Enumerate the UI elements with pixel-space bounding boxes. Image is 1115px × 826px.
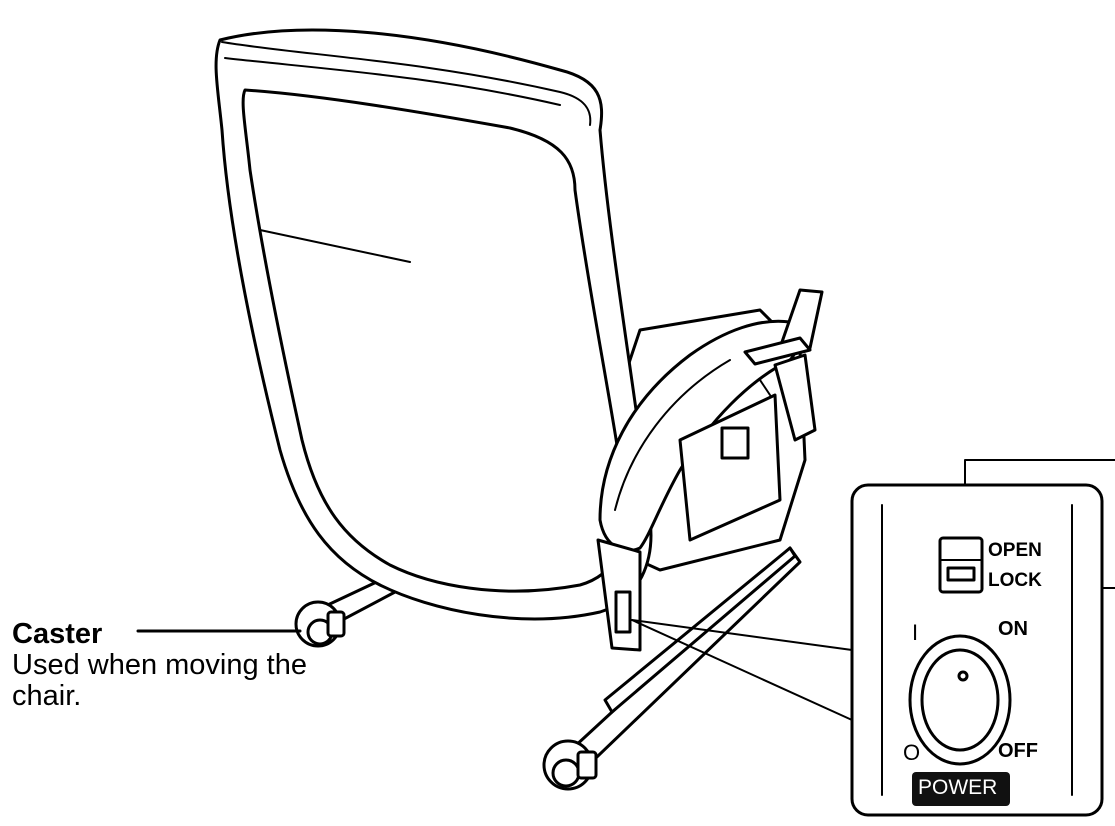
remote-control-icon bbox=[743, 288, 824, 442]
chair-armrest bbox=[598, 319, 799, 553]
on-symbol: I bbox=[912, 620, 919, 645]
off-symbol: O bbox=[903, 740, 921, 765]
power-switch-icon bbox=[908, 634, 1012, 766]
lock-label: LOCK bbox=[988, 570, 1042, 591]
lock-switch-icon bbox=[938, 536, 984, 594]
switch-panel bbox=[850, 483, 1104, 817]
open-label: OPEN bbox=[988, 540, 1042, 561]
caster-right-icon bbox=[542, 739, 598, 791]
chair-front-leg bbox=[596, 538, 642, 652]
caster-description: Used when moving the chair. bbox=[12, 649, 307, 712]
off-label: OFF bbox=[998, 740, 1038, 762]
power-badge: POWER bbox=[918, 776, 998, 799]
caster-left-icon bbox=[294, 600, 346, 648]
chair-backrest bbox=[214, 28, 653, 621]
on-label: ON bbox=[998, 618, 1028, 640]
caster-label: Caster bbox=[12, 618, 103, 650]
